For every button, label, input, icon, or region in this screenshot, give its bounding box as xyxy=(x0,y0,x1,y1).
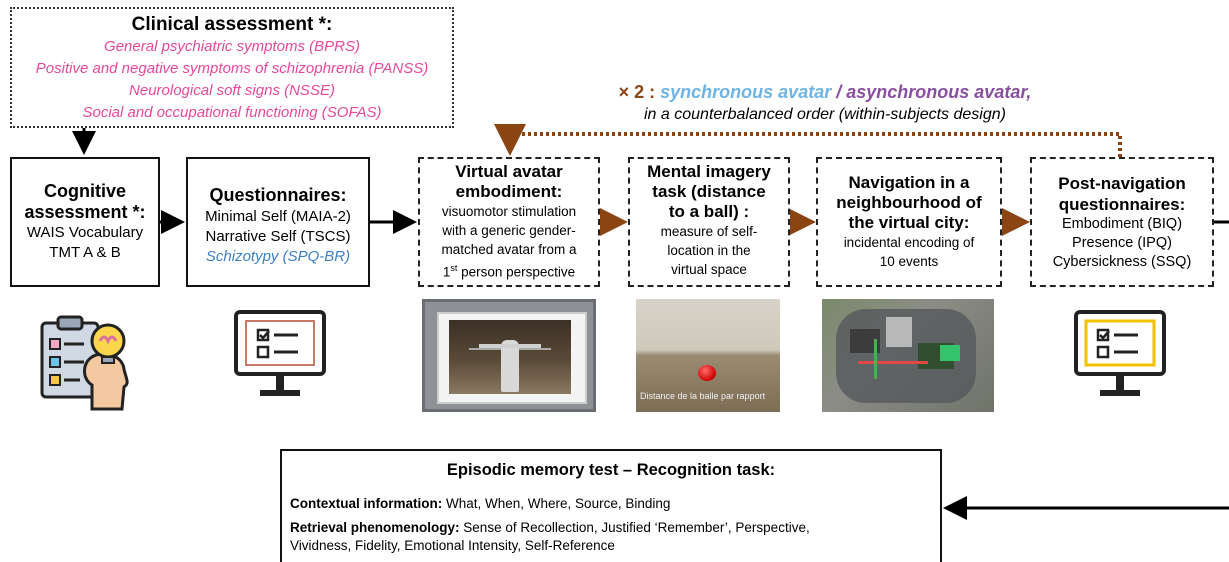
mental-imagery-box: Mental imagery task (distance to a ball)… xyxy=(628,157,790,287)
contextual-label: Contextual information: xyxy=(290,496,443,511)
contextual-text: What, When, Where, Source, Binding xyxy=(446,496,671,511)
mental-title: to a ball) : xyxy=(668,202,750,221)
ball-caption: Distance de la balle par rapport xyxy=(640,391,766,401)
memory-title: Episodic memory test – Recognition task: xyxy=(446,461,776,479)
post-item: Cybersickness (SSQ) xyxy=(1052,254,1192,270)
loop-back-arrow xyxy=(494,124,1122,157)
post-title: questionnaires: xyxy=(1058,195,1186,214)
navigation-text: incidental encoding of xyxy=(843,235,975,250)
navigation-title: neighbourhood of xyxy=(836,193,982,212)
repeat-line2: in a counterbalanced order (within-subje… xyxy=(644,106,1006,123)
embodiment-text: matched avatar from a xyxy=(441,242,577,257)
episodic-memory-box: Episodic memory test – Recognition task:… xyxy=(280,449,942,562)
mental-text: measure of self- xyxy=(660,224,758,239)
questionnaires-item: Minimal Self (MAIA-2) xyxy=(205,208,351,225)
mental-text: location in the xyxy=(667,243,751,258)
questionnaires-item: Narrative Self (TSCS) xyxy=(205,228,351,245)
ordinal-number: 1 xyxy=(442,264,451,280)
cognitive-assessment-box: Cognitive assessment *: WAIS Vocabulary … xyxy=(10,157,160,287)
avatar-screen-image xyxy=(422,299,596,412)
cognitive-item: TMT A & B xyxy=(49,244,121,261)
navigation-text: 10 events xyxy=(879,254,939,269)
post-navigation-box: Post-navigation questionnaires: Embodime… xyxy=(1030,157,1214,287)
repeat-sync: synchronous avatar xyxy=(660,82,832,102)
cognitive-title: Cognitive xyxy=(43,181,126,201)
mental-title: Mental imagery xyxy=(647,162,771,181)
ordinal-suffix: st xyxy=(450,263,458,273)
post-item: Presence (IPQ) xyxy=(1072,235,1172,251)
post-item: Embodiment (BIQ) xyxy=(1061,216,1183,232)
repeat-caption: × 2 : synchronous avatar / asynchronous … xyxy=(590,80,1060,126)
embodiment-text: visuomotor stimulation xyxy=(441,204,577,219)
navigation-title: the virtual city: xyxy=(848,213,970,232)
monitor-checklist-yellow-icon xyxy=(1074,310,1166,396)
retrieval-text-2: Vividness, Fidelity, Emotional Intensity… xyxy=(290,538,615,553)
mental-title: task (distance xyxy=(652,182,766,201)
cognitive-title: assessment *: xyxy=(24,202,146,222)
clinical-item: Neurological soft signs (NSSE) xyxy=(129,82,335,99)
questionnaires-box: Questionnaires: Minimal Self (MAIA-2) Na… xyxy=(186,157,370,287)
questionnaires-highlight: Schizotypy (SPQ-BR) xyxy=(205,248,351,265)
clipboard-brain-icon xyxy=(40,315,129,411)
mental-text: virtual space xyxy=(671,262,747,277)
embodiment-title: Virtual avatar xyxy=(455,162,563,181)
clinical-assessment-box: Clinical assessment *: General psychiatr… xyxy=(10,7,454,128)
embodiment-text-last: 1st person perspective xyxy=(420,259,598,282)
navigation-title: Navigation in a xyxy=(848,173,970,192)
embodiment-text: with a generic gender- xyxy=(442,223,576,238)
clinical-item: Social and occupational functioning (SOF… xyxy=(82,104,382,121)
retrieval-text: Sense of Recollection, Justified ‘Rememb… xyxy=(463,520,810,535)
repeat-slash: / xyxy=(836,82,842,102)
navigation-box: Navigation in a neighbourhood of the vir… xyxy=(816,157,1002,287)
memory-retrieval: Retrieval phenomenology: Sense of Recoll… xyxy=(290,519,932,555)
perspective-text: person perspective xyxy=(457,264,576,280)
ball-scene-image: Distance de la balle par rapport xyxy=(636,299,780,412)
embodiment-box: Virtual avatar embodiment: visuomotor st… xyxy=(418,157,600,287)
clinical-title: Clinical assessment *: xyxy=(131,14,333,35)
post-title: Post-navigation xyxy=(1058,174,1186,193)
repeat-times: × 2 : xyxy=(618,82,656,102)
memory-contextual: Contextual information: What, When, Wher… xyxy=(290,495,932,513)
embodiment-title: embodiment: xyxy=(455,182,563,201)
monitor-checklist-icon xyxy=(234,310,326,396)
questionnaires-title: Questionnaires: xyxy=(209,185,347,205)
retrieval-label: Retrieval phenomenology: xyxy=(290,520,460,535)
cognitive-item: WAIS Vocabulary xyxy=(26,224,144,241)
clinical-item: General psychiatric symptoms (BPRS) xyxy=(104,38,360,55)
clinical-item: Positive and negative symptoms of schizo… xyxy=(35,60,429,77)
repeat-comma: , xyxy=(1026,82,1032,102)
city-map-image xyxy=(822,299,994,412)
repeat-async: asynchronous avatar xyxy=(846,82,1027,102)
